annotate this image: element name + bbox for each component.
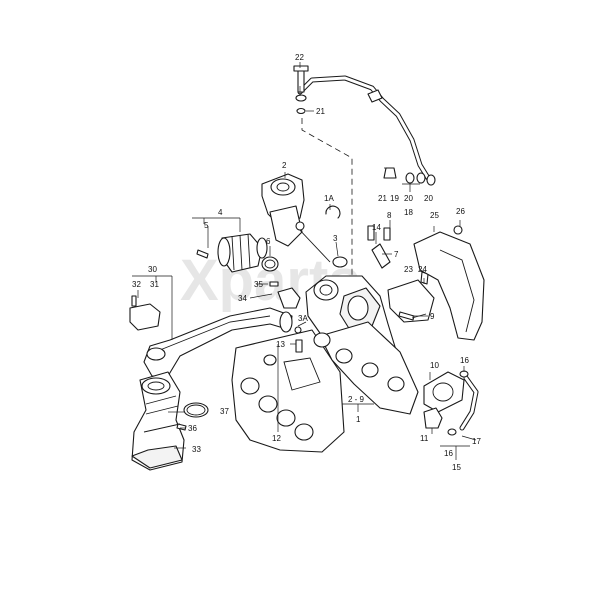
heat-shield xyxy=(413,225,485,341)
intake-connector xyxy=(196,233,268,273)
callout-16b: 16 xyxy=(444,449,453,458)
callout-1: 1 xyxy=(356,415,361,424)
oil-supply-line xyxy=(293,65,436,186)
callout-24: 24 xyxy=(418,265,427,274)
callout-1a: 1A xyxy=(324,194,334,203)
callout-36: 36 xyxy=(188,424,197,433)
bolt xyxy=(398,311,415,321)
catalytic-converter xyxy=(131,371,185,471)
bracket xyxy=(371,243,391,269)
elbow-fitting xyxy=(277,287,301,309)
callout-25: 25 xyxy=(430,211,439,220)
callout-18: 18 xyxy=(404,208,413,217)
exhaust-manifold xyxy=(231,329,345,453)
callout-16: 16 xyxy=(460,356,469,365)
small-heat-shield xyxy=(387,279,435,323)
callout-9: 9 xyxy=(430,312,435,321)
leader-lines xyxy=(132,62,477,460)
callout-11: 11 xyxy=(420,434,429,443)
callout-15: 15 xyxy=(452,463,461,472)
flange-gasket xyxy=(423,371,465,413)
callout-35: 35 xyxy=(254,280,263,289)
callout-23: 23 xyxy=(404,265,413,274)
retaining-clip xyxy=(325,205,341,219)
stud xyxy=(295,339,303,353)
callout-6: 6 xyxy=(266,237,271,246)
callout-19: 19 xyxy=(390,194,399,203)
callout-3: 3 xyxy=(333,234,338,243)
callout-37: 37 xyxy=(220,407,229,416)
callout-4: 4 xyxy=(218,208,223,217)
callout-2-9: 2 - 9 xyxy=(348,395,365,404)
callout-5: 5 xyxy=(204,221,209,230)
callout-32: 32 xyxy=(132,280,141,289)
oil-return-line xyxy=(447,370,479,436)
callout-34: 34 xyxy=(238,294,247,303)
callout-12: 12 xyxy=(272,434,281,443)
callout-22: 22 xyxy=(295,53,304,62)
turbocharger xyxy=(305,275,419,415)
sensor xyxy=(129,295,161,331)
callout-21b: 21 xyxy=(378,194,387,203)
callout-20: 20 xyxy=(404,194,413,203)
callout-33: 33 xyxy=(192,445,201,454)
callout-labels: 22 21 2 1A 4 5 6 3 14 8 7 21 19 20 20 18… xyxy=(132,53,481,472)
callout-30: 30 xyxy=(148,265,157,274)
seal-ring xyxy=(332,256,348,268)
callout-8: 8 xyxy=(387,211,392,220)
callout-14: 14 xyxy=(372,223,381,232)
callout-21: 21 xyxy=(316,107,325,116)
bolt xyxy=(176,423,187,431)
callout-2: 2 xyxy=(282,161,287,170)
callout-10: 10 xyxy=(430,361,439,370)
callout-3a: 3A xyxy=(298,314,308,323)
o-ring xyxy=(261,256,279,272)
callout-7: 7 xyxy=(394,250,399,259)
callout-26: 26 xyxy=(456,207,465,216)
callout-13: 13 xyxy=(276,340,285,349)
nut xyxy=(423,407,443,429)
callout-17: 17 xyxy=(472,437,481,446)
callout-20b: 20 xyxy=(424,194,433,203)
turbo-actuator xyxy=(261,173,331,263)
callout-31: 31 xyxy=(150,280,159,289)
